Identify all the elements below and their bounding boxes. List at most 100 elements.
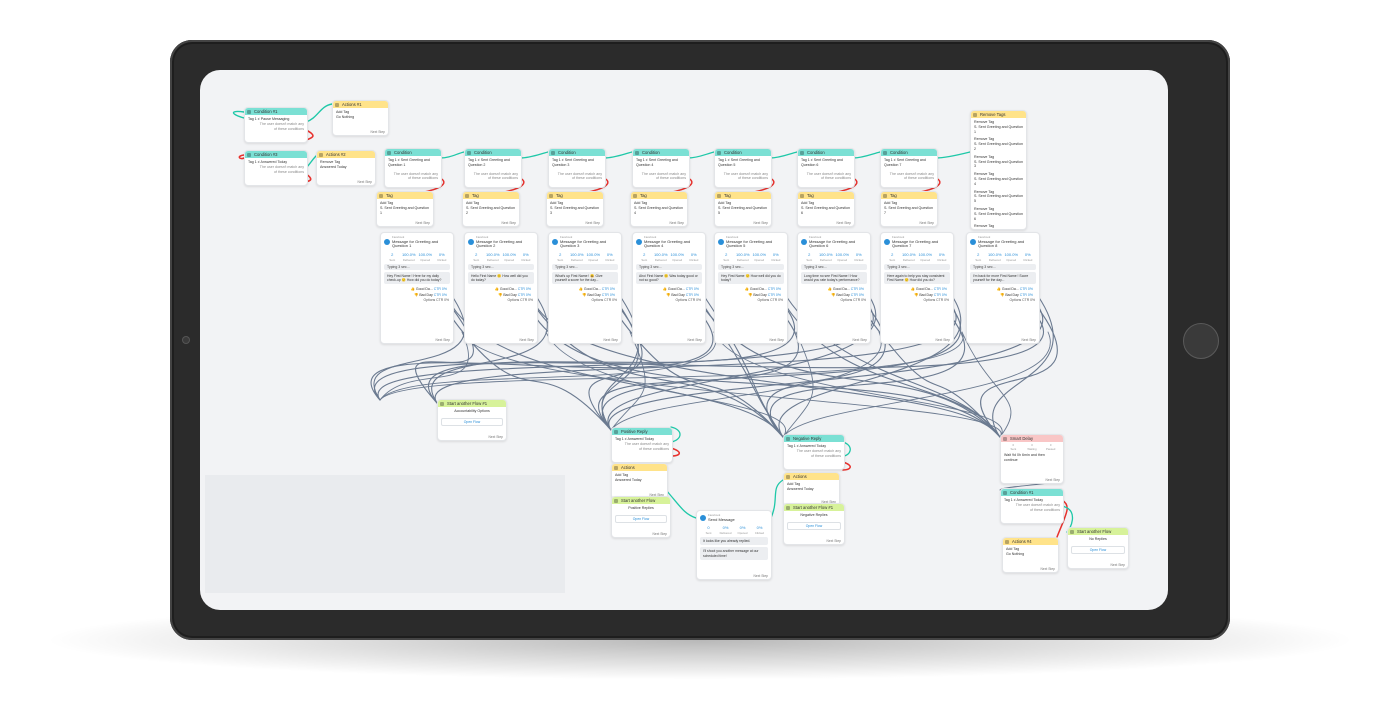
next-step-label[interactable]: Next Step — [753, 574, 768, 578]
quick-reply-bad[interactable]: 👎 Bad Day CTR 0% — [465, 292, 537, 298]
next-step-label[interactable]: Next Step — [357, 180, 372, 184]
quick-reply-good[interactable]: 👍 Good Da... CTR 0% — [465, 286, 537, 292]
quick-reply-bad[interactable]: 👎 Bad Day CTR 0% — [633, 292, 705, 298]
connection-line — [607, 295, 877, 431]
open-flow-button[interactable]: Open Flow — [787, 521, 841, 530]
fallback-text: The user doesn't match any — [624, 441, 669, 446]
next-step-label[interactable]: Next Step — [769, 338, 784, 342]
typing-indicator: Typing 3 sec... — [801, 263, 867, 270]
typing-indicator: Typing 3 sec... — [552, 263, 618, 270]
quick-reply-good[interactable]: 👍 Good Da... CTR 0% — [633, 286, 705, 292]
quick-reply-bad[interactable]: 👎 Bad Day CTR 0% — [549, 292, 621, 298]
next-step-label[interactable]: Next Step — [603, 338, 618, 342]
next-step-label[interactable]: Next Step — [935, 338, 950, 342]
condition-rule: Tag 1 ≠ Answered Today — [787, 444, 827, 448]
stat-delivered: 100.0% — [901, 251, 916, 257]
next-step-label[interactable]: Next Step — [852, 338, 867, 342]
next-step-label[interactable]: Next Step — [652, 532, 667, 536]
open-flow-button[interactable]: Open Flow — [1071, 545, 1125, 554]
next-step-label[interactable]: Next Step — [753, 221, 768, 225]
next-step-label[interactable]: Next Step — [488, 435, 503, 439]
remove-tag-value: S. Sent Greeting and Question 5 — [974, 194, 1023, 204]
next-step-label[interactable]: Next Step — [1045, 478, 1060, 482]
next-step-label[interactable]: Next Step — [669, 221, 684, 225]
next-step-label[interactable]: Next Step — [1110, 563, 1125, 567]
start-flow-positive[interactable]: Start another Flow Positive Replies Open… — [611, 496, 671, 538]
fallback-text: The user doesn't match any — [806, 171, 851, 176]
start-flow-negative[interactable]: Start another Flow #1 Negative Replies O… — [783, 503, 845, 545]
next-step-label[interactable]: Next Step — [415, 221, 430, 225]
next-step-label[interactable]: Next Step — [370, 130, 385, 134]
next-step-label[interactable]: Next Step — [501, 221, 516, 225]
quick-reply-good[interactable]: 👍 Good Da... CTR 0% — [798, 286, 870, 292]
connection-line — [427, 307, 796, 404]
next-step-label[interactable]: Next Step — [1040, 567, 1055, 571]
quick-reply-bad[interactable]: 👎 Bad Day CTR 0% — [798, 292, 870, 298]
next-step-label[interactable]: Next Step — [821, 500, 836, 504]
next-step-label[interactable]: Next Step — [836, 221, 851, 225]
quick-reply-bad[interactable]: 👎 Bad Day CTR 0% — [715, 292, 787, 298]
quick-reply-good[interactable]: 👍 Good Da... CTR 0% — [967, 286, 1039, 292]
quick-reply-bad[interactable]: 👎 Bad Day CTR 0% — [881, 292, 953, 298]
quick-reply-bad[interactable]: 👎 Bad Day CTR 0% — [381, 292, 453, 298]
quick-reply-good[interactable]: 👍 Good Da... CTR 0% — [381, 286, 453, 292]
quick-reply-good[interactable]: 👍 Good Da... CTR 0% — [549, 286, 621, 292]
next-step-label[interactable]: Next Step — [649, 493, 664, 497]
next-step-label[interactable]: Next Step — [1021, 338, 1036, 342]
home-button[interactable] — [1183, 323, 1219, 359]
quick-reply-good[interactable]: 👍 Good Da... CTR 0% — [881, 286, 953, 292]
open-flow-button[interactable]: Open Flow — [441, 417, 503, 426]
next-step-label[interactable]: Next Step — [519, 338, 534, 342]
start-flow-no-replies[interactable]: Start another Flow No Replies Open Flow … — [1067, 527, 1129, 569]
next-step-label[interactable]: Next Step — [435, 338, 450, 342]
quick-reply-good[interactable]: 👍 Good Da... CTR 0% — [715, 286, 787, 292]
open-flow-button[interactable]: Open Flow — [615, 514, 667, 523]
stat-label: Clicked — [1023, 257, 1033, 262]
start-flow-node-1[interactable]: Start another Flow #1 Accountability Opt… — [437, 399, 507, 441]
message-bubble: Ahoi First Name 🙂 Was today good or not … — [636, 271, 702, 285]
next-step-label[interactable]: Next Step — [687, 338, 702, 342]
next-step-label[interactable]: Next Step — [919, 221, 934, 225]
fallback-text: of these conditions — [274, 126, 304, 131]
next-step-label[interactable]: Next Step — [585, 221, 600, 225]
quick-reply-bad[interactable]: 👎 Bad Day CTR 0% — [967, 292, 1039, 298]
next-step-label[interactable]: Next Step — [826, 539, 841, 543]
